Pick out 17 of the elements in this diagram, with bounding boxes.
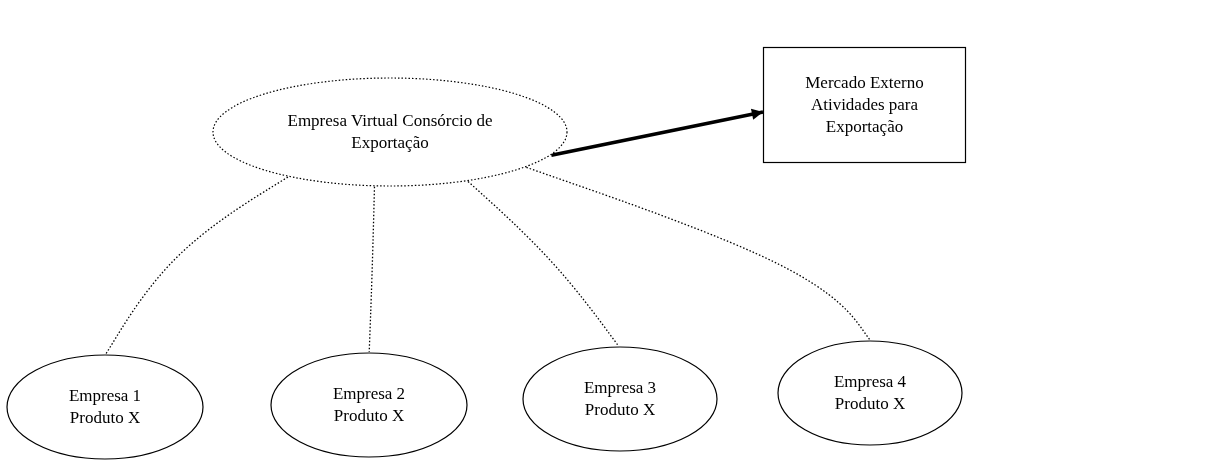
node-label: Empresa 3 Produto X bbox=[582, 377, 658, 421]
connector-line bbox=[525, 166, 871, 341]
ellipse-node bbox=[6, 354, 204, 460]
ellipse-node bbox=[777, 340, 963, 446]
arrow bbox=[550, 108, 764, 157]
node-label: Empresa 1 Produto X bbox=[67, 385, 143, 429]
connector-line bbox=[467, 180, 620, 347]
ellipse-node bbox=[212, 77, 568, 187]
connector-line bbox=[105, 176, 289, 355]
ellipse-node bbox=[270, 352, 468, 458]
node-label: Empresa 4 Produto X bbox=[832, 371, 908, 415]
ellipse-node bbox=[522, 346, 718, 452]
process-box bbox=[763, 47, 966, 163]
connector-line bbox=[368, 186, 376, 353]
node-label: Mercado Externo Atividades para Exportação bbox=[804, 72, 925, 138]
node-label: Empresa Virtual Consórcio de Exportação bbox=[286, 110, 494, 154]
node-label: Empresa 2 Produto X bbox=[331, 383, 407, 427]
